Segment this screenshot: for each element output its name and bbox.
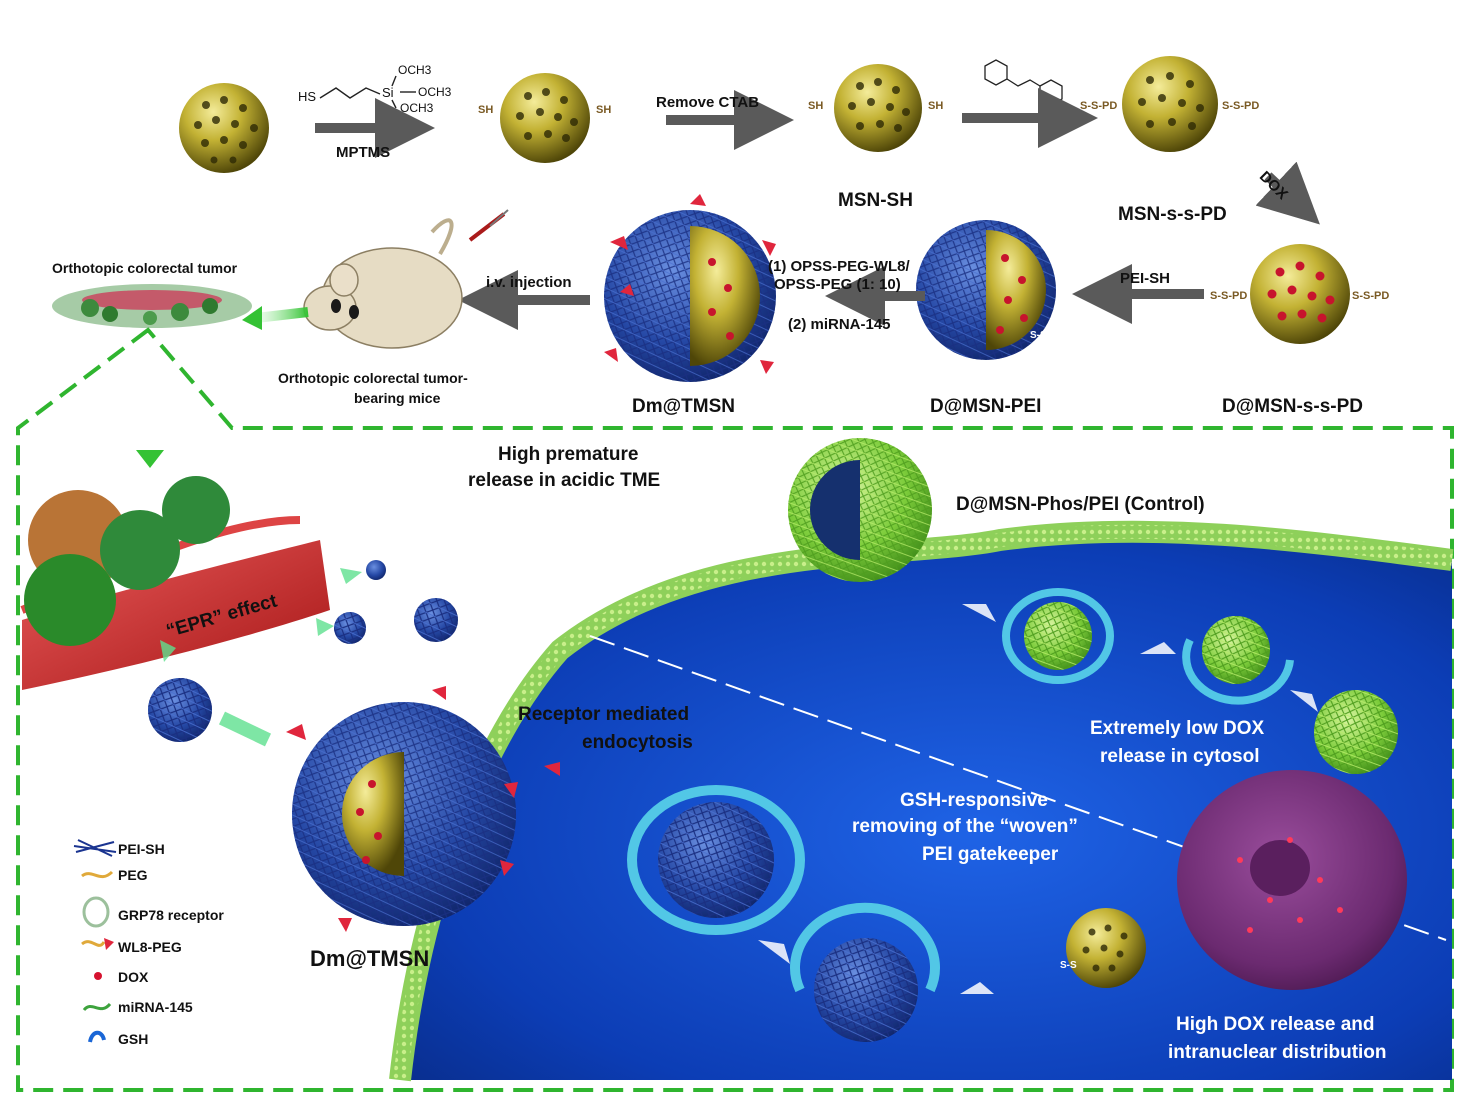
label-step2: (2) miRNA-145	[788, 316, 891, 333]
arrow-dox	[1255, 161, 1320, 225]
control-endosome-2	[1182, 616, 1294, 705]
label-pei-sh: PEI-SH	[1120, 270, 1171, 287]
arrow-endosome-3	[1290, 690, 1318, 712]
mouse-illustration	[303, 209, 509, 349]
msn-sh-particle	[834, 64, 922, 152]
sspd-tag-dox-left: S-S-PD	[1210, 290, 1248, 302]
escaping-endosome	[790, 902, 940, 1042]
nucleus	[1177, 770, 1407, 990]
label-receptor-2: endocytosis	[582, 732, 693, 753]
label-gsh-2: removing of the “woven”	[852, 816, 1078, 837]
legend-grp78: GRP78 receptor	[72, 904, 224, 926]
legend-peg: PEG	[72, 864, 148, 886]
legend-peg-label: PEG	[118, 867, 148, 883]
dm-tmsn-particle-top	[604, 194, 776, 382]
arrow-endosome-2	[1140, 642, 1176, 654]
sspd-tag-left: S-S-PD	[1080, 100, 1118, 112]
label-d-msn-ss-pd: D@MSN-s-s-PD	[1222, 396, 1363, 417]
arrow-mouse-to-tumor	[255, 307, 309, 323]
epr-nanoparticles	[148, 560, 458, 742]
d-msn-ss-pd-particle	[1250, 244, 1350, 344]
legend-grp78-label: GRP78 receptor	[118, 907, 224, 923]
label-msn-sh: MSN-SH	[838, 190, 913, 211]
sh-tag-right: SH	[596, 104, 612, 116]
ss-tag-released: S-S	[1060, 960, 1077, 971]
label-gsh-1: GSH-responsive	[900, 790, 1048, 811]
sh-tag-msn-left: SH	[808, 100, 824, 112]
reagent-och3-top: OCH3	[398, 63, 432, 77]
bare-msn-particle	[179, 83, 269, 173]
legend-mirna-label: miRNA-145	[118, 999, 193, 1015]
label-step1b: OPSS-PEG (1: 10)	[774, 276, 901, 293]
legend-wl8-peg: WL8-PEG	[72, 936, 182, 958]
label-control: D@MSN-Phos/PEI (Control)	[956, 494, 1205, 515]
label-iv-injection: i.v. injection	[486, 274, 572, 291]
arrow-to-big-dm-tmsn	[218, 711, 272, 747]
label-mice-line1: Orthotopic colorectal tumor-	[278, 370, 468, 386]
label-high-premature-2: release in acidic TME	[468, 470, 661, 491]
reagent-hs: HS	[298, 89, 317, 104]
colorectal-tumor-illustration	[52, 284, 252, 328]
dashed-zoom-frame	[16, 327, 1454, 1092]
label-low-dox-2: release in cytosol	[1100, 746, 1260, 767]
dm-tmsn-particle-big	[286, 686, 560, 932]
label-step1: (1) OPSS-PEG-WL8/	[768, 258, 910, 275]
sspd-tag-dox-right: S-S-PD	[1352, 290, 1390, 302]
msn-ss-pd-particle	[1122, 56, 1218, 152]
legend-dox: DOX	[72, 966, 148, 988]
arrow-gsh-2	[960, 982, 994, 994]
released-gold-core	[1066, 908, 1146, 988]
ss-tag-pei: S-S	[1030, 330, 1047, 341]
msn-sh-ctab-particle	[500, 73, 590, 163]
legend-gsh-label: GSH	[118, 1031, 149, 1047]
legend-mirna: miRNA-145	[72, 996, 193, 1018]
label-mice-line2: bearing mice	[354, 390, 441, 406]
d-msn-pei-particle	[916, 220, 1056, 360]
arrow-epr-1	[340, 568, 362, 584]
dipyridyl-disulfide-structure	[984, 59, 1063, 106]
label-receptor-1: Receptor mediated	[518, 704, 690, 725]
reagent-si: Si	[382, 85, 394, 100]
gsh-endosome	[627, 785, 805, 935]
label-d-msn-pei: D@MSN-PEI	[930, 396, 1042, 417]
label-mptms: MPTMS	[336, 144, 391, 161]
control-endosome-1	[1002, 588, 1114, 684]
arrowhead-mouse-to-tumor	[242, 306, 262, 330]
control-particle	[788, 438, 932, 582]
legend-wl8-peg-label: WL8-PEG	[118, 939, 182, 955]
label-gsh-3: PEI gatekeeper	[922, 844, 1059, 865]
arrow-epr-2	[316, 618, 334, 636]
control-released-particle	[1314, 690, 1398, 774]
label-dm-tmsn-top: Dm@TMSN	[632, 396, 735, 417]
label-tumor-title: Orthotopic colorectal tumor	[52, 260, 238, 276]
label-high-dox-2: intranuclear distribution	[1168, 1042, 1387, 1063]
label-dm-tmsn-big: Dm@TMSN	[310, 946, 430, 971]
reagent-och3-bot: OCH3	[400, 101, 434, 115]
legend-pei-sh: PEI-SH	[72, 838, 165, 860]
arrow-endosome-1	[962, 604, 996, 622]
label-remove-ctab: Remove CTAB	[656, 94, 760, 111]
sspd-tag-right: S-S-PD	[1222, 100, 1260, 112]
reagent-och3-mid: OCH3	[418, 85, 452, 99]
legend-dox-label: DOX	[118, 969, 149, 985]
arrowhead-zoom-down	[136, 450, 164, 468]
label-high-premature-1: High premature	[498, 444, 639, 465]
legend-icons	[73, 839, 117, 1043]
legend-gsh: GSH	[72, 1028, 148, 1050]
arrow-epr-3	[160, 640, 176, 662]
sh-tag-msn-right: SH	[928, 100, 944, 112]
arrow-gsh-1	[758, 940, 790, 964]
label-msn-ss-pd: MSN-s-s-PD	[1118, 204, 1227, 225]
label-low-dox-1: Extremely low DOX	[1090, 718, 1265, 739]
label-high-dox-1: High DOX release and	[1176, 1014, 1375, 1035]
legend-pei-sh-label: PEI-SH	[118, 841, 165, 857]
blood-vessel	[20, 476, 330, 690]
sh-tag-left: SH	[478, 104, 494, 116]
